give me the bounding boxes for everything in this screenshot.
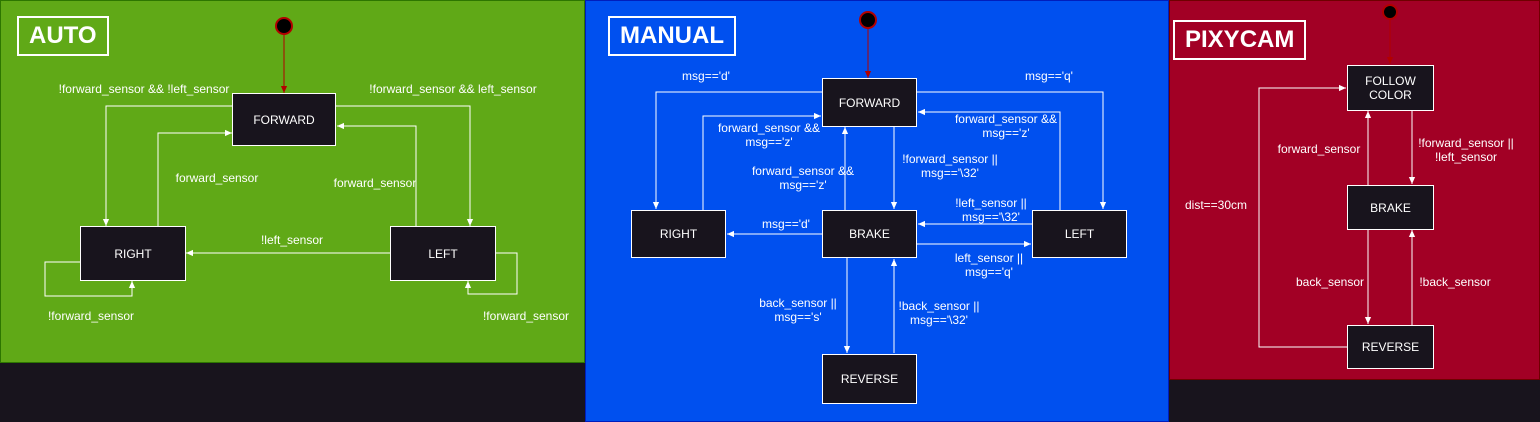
auto-label-fwd-to-right: !forward_sensor && !left_sensor bbox=[58, 82, 230, 96]
auto-label-right-to-fwd: forward_sensor bbox=[175, 171, 259, 185]
manual-label-brake-to-fwd: forward_sensor && msg=='z' bbox=[751, 164, 855, 192]
pixycam-label-reverse-to-follow: dist==30cm bbox=[1184, 198, 1248, 212]
auto-label-right-self: !forward_sensor bbox=[47, 309, 135, 323]
auto-initial-node bbox=[275, 17, 293, 35]
manual-edge-fwd-to-left bbox=[917, 91, 1107, 209]
manual-label-brake-to-right: msg=='d' bbox=[762, 217, 810, 231]
auto-label-fwd-to-left: !forward_sensor && left_sensor bbox=[369, 82, 537, 96]
auto-label-left-self: !forward_sensor bbox=[482, 309, 570, 323]
manual-edge-right-to-fwd bbox=[702, 112, 821, 210]
manual-edge-left-to-fwd bbox=[918, 108, 1061, 210]
auto-edge-fwd-to-right bbox=[102, 105, 232, 226]
manual-label-fwd-to-right: msg=='d' bbox=[682, 69, 730, 83]
auto-state-forward: FORWARD bbox=[232, 93, 336, 146]
manual-edge-fwd-to-right bbox=[652, 91, 822, 209]
auto-label-left-to-right: !left_sensor bbox=[260, 233, 324, 247]
auto-edge-right-to-fwd bbox=[157, 129, 232, 226]
manual-title: MANUAL bbox=[608, 16, 736, 56]
manual-label-left-to-brake: !left_sensor || msg=='\32' bbox=[955, 196, 1027, 224]
pixycam-state-brake: BRAKE bbox=[1347, 185, 1434, 230]
manual-label-left-to-fwd: forward_sensor && msg=='z' bbox=[954, 112, 1058, 140]
pixycam-label-brake-to-reverse: back_sensor bbox=[1295, 275, 1365, 289]
auto-panel bbox=[0, 0, 585, 363]
auto-edge-left-to-fwd bbox=[337, 122, 417, 226]
manual-state-left: LEFT bbox=[1032, 210, 1127, 258]
pixycam-title: PIXYCAM bbox=[1173, 20, 1307, 60]
manual-initial-node bbox=[859, 11, 877, 29]
auto-title: AUTO bbox=[17, 16, 109, 56]
manual-label-brake-to-left: left_sensor || msg=='q' bbox=[954, 251, 1024, 279]
pixycam-label-brake-to-follow: forward_sensor bbox=[1277, 142, 1361, 156]
manual-state-forward: FORWARD bbox=[822, 78, 917, 127]
pixycam-edge-reverse-to-follow bbox=[1258, 84, 1347, 348]
auto-edge-fwd-to-left bbox=[336, 105, 474, 226]
pixycam-state-follow-color: FOLLOW COLOR bbox=[1347, 65, 1434, 111]
auto-edge-right-self bbox=[44, 261, 136, 297]
pixycam-state-reverse: REVERSE bbox=[1347, 325, 1434, 369]
pixycam-label-follow-to-brake: !forward_sensor || !left_sensor bbox=[1418, 136, 1514, 164]
auto-edge-left-self bbox=[464, 252, 518, 295]
manual-label-fwd-to-brake: !forward_sensor || msg=='\32' bbox=[902, 152, 998, 180]
auto-state-right: RIGHT bbox=[80, 226, 186, 281]
manual-label-brake-to-reverse: back_sensor || msg=='s' bbox=[759, 296, 837, 324]
manual-label-right-to-fwd: forward_sensor && msg=='z' bbox=[717, 121, 821, 149]
auto-state-left: LEFT bbox=[390, 226, 496, 281]
manual-state-reverse: REVERSE bbox=[822, 354, 917, 404]
pixycam-label-reverse-to-brake: !back_sensor bbox=[1419, 275, 1491, 289]
auto-label-left-to-fwd: forward_sensor bbox=[333, 176, 417, 190]
manual-state-brake: BRAKE bbox=[822, 210, 917, 258]
pixycam-initial-node bbox=[1382, 4, 1398, 20]
manual-label-reverse-to-brake: !back_sensor || msg=='\32' bbox=[898, 299, 980, 327]
manual-state-right: RIGHT bbox=[631, 210, 726, 258]
manual-label-fwd-to-left: msg=='q' bbox=[1025, 69, 1073, 83]
